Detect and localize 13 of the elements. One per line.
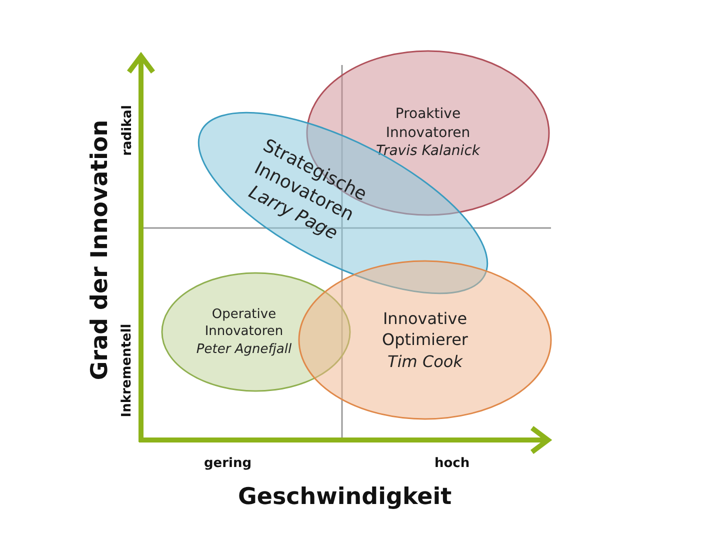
- region-title: Operative Innovatoren: [204, 306, 284, 341]
- axis-title: Geschwindigkeit: [238, 484, 452, 510]
- axis-tick-label: hoch: [434, 456, 470, 470]
- person-name: Peter Agnefjall: [196, 340, 292, 358]
- person-name: Tim Cook: [388, 350, 462, 372]
- axis-tick-label: gering: [204, 456, 252, 470]
- axis-tick-label: Inkrementell: [119, 323, 134, 417]
- region-title: Innovative Optimierer: [381, 308, 469, 351]
- region-title: Proaktive Innovatoren: [384, 104, 472, 142]
- person-name: Travis Kalanick: [376, 142, 480, 162]
- axis-title: Grad der Innovation: [87, 120, 114, 380]
- axis-tick-label: radikal: [119, 104, 134, 156]
- ellipse-region: [298, 260, 552, 420]
